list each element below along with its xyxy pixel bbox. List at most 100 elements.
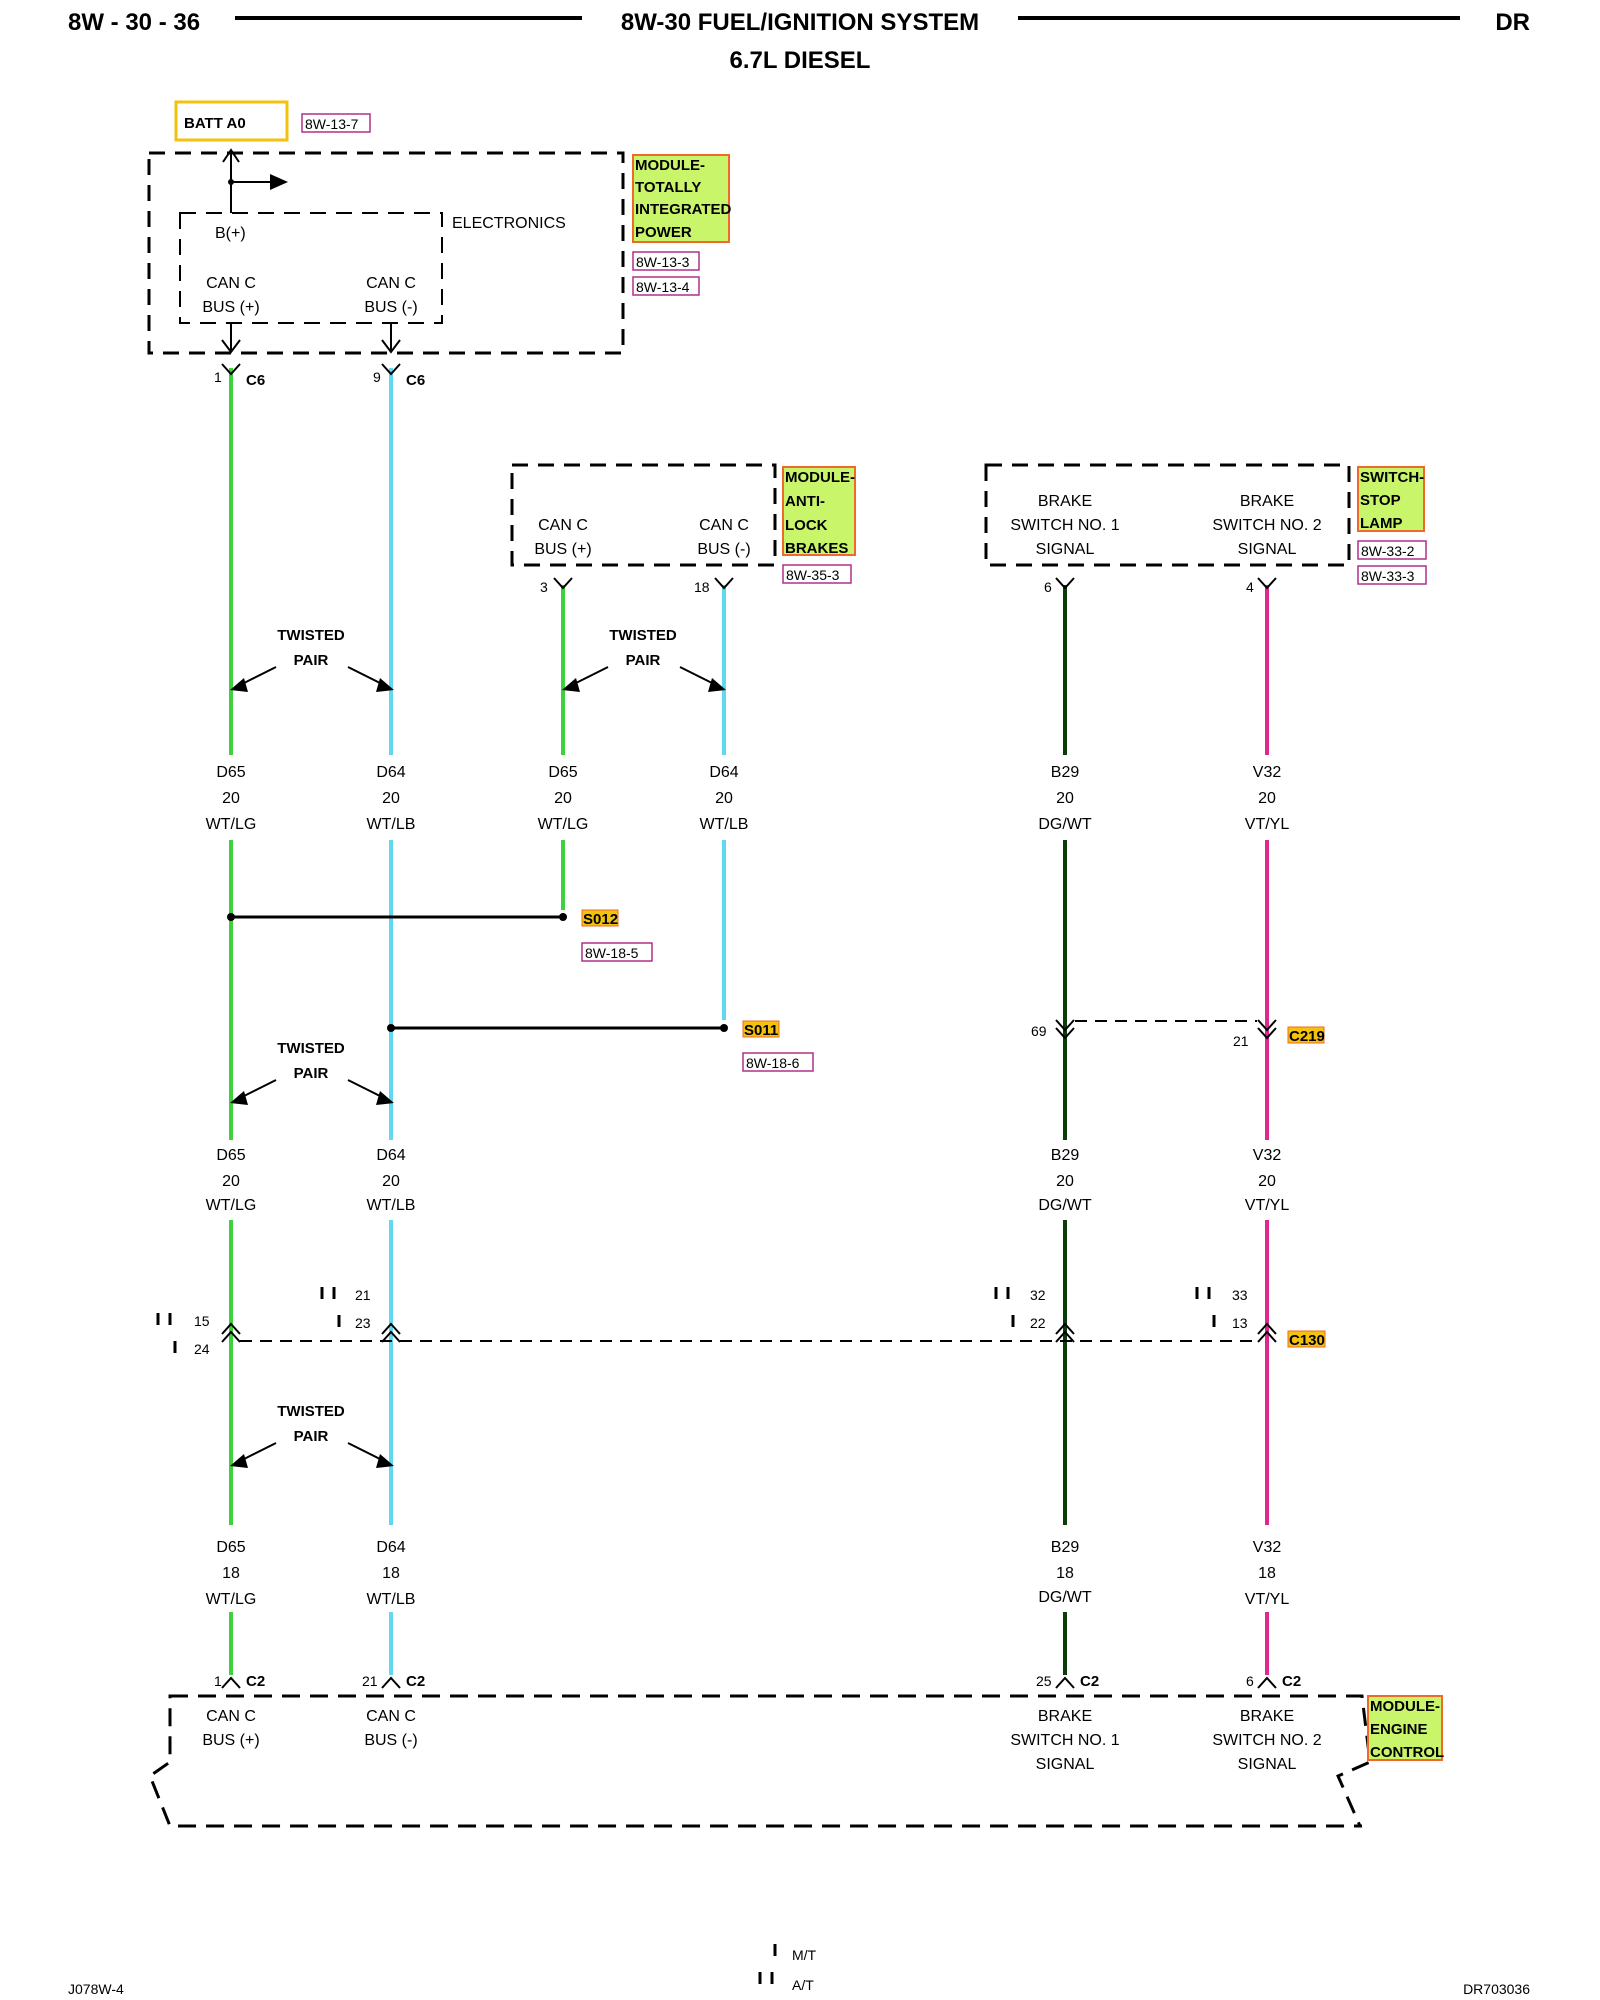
ecm-name-l1: MODULE-: [1370, 1698, 1440, 1715]
wire-color: WT/LB: [367, 1197, 416, 1214]
tipm-name-l1: MODULE-: [635, 157, 705, 174]
twisted-pair-label-l1: TWISTED: [609, 627, 677, 644]
wire-gauge: 18: [1258, 1565, 1276, 1582]
connector-c130: 15 24 21 23 32 22 33 13 C130: [156, 1287, 1326, 1357]
abs-can-neg-l1: CAN C: [699, 517, 749, 534]
switch-name-l3: LAMP: [1360, 515, 1403, 532]
wire-gauge: 20: [1258, 790, 1276, 807]
abs-can-neg-l2: BUS (-): [697, 541, 750, 558]
twisted-pair-2: TWISTED PAIR: [562, 627, 726, 692]
batt-ref-link[interactable]: 8W-13-7: [305, 116, 359, 132]
wire-gauge: 18: [382, 1565, 400, 1582]
wire-color: WT/LB: [700, 816, 749, 833]
wire-gauge: 20: [715, 790, 733, 807]
legend-mt: M/T: [792, 1947, 817, 1963]
tipm-can-neg-l2: BUS (-): [364, 299, 417, 316]
abs-name-l4: BRAKES: [785, 540, 848, 557]
twisted-pair-4: TWISTED PAIR: [230, 1403, 394, 1468]
twisted-pair-label-l2: PAIR: [294, 1428, 329, 1445]
tipm-electronics: ELECTRONICS: [452, 215, 566, 232]
wire-id: V32: [1253, 1539, 1282, 1556]
batt-a0: BATT A0 8W-13-7: [174, 100, 371, 142]
model-code: DR: [1495, 9, 1530, 36]
tipm-name-l4: POWER: [635, 224, 692, 241]
switch-sig2-l2: SWITCH NO. 2: [1212, 517, 1321, 534]
c130-b29-at-pin: 22: [1030, 1315, 1046, 1331]
tipm-ref-link-1[interactable]: 8W-13-3: [636, 254, 690, 270]
abs-pin-3: 3: [540, 579, 548, 595]
wire-labels-row-1: D65 20 WT/LG D64 20 WT/LB D65 20 WT/LG D…: [206, 764, 1290, 833]
batt-label: BATT A0: [184, 115, 246, 132]
ecm-pin3-l3: SIGNAL: [1036, 1756, 1095, 1773]
ecm-pin2-l1: CAN C: [366, 1708, 416, 1725]
twisted-pair-label-l2: PAIR: [294, 652, 329, 669]
wire-id: V32: [1253, 764, 1282, 781]
wire-gauge: 20: [1258, 1173, 1276, 1190]
c219-pin-21: 21: [1233, 1033, 1249, 1049]
wire-id: B29: [1051, 1539, 1080, 1556]
c130-label: C130: [1289, 1332, 1325, 1349]
ecm-pin2-l2: BUS (-): [364, 1732, 417, 1749]
wire-id: D64: [376, 1539, 405, 1556]
twisted-pair-label-l1: TWISTED: [277, 627, 345, 644]
splice-s012-ref-link[interactable]: 8W-18-5: [585, 945, 639, 961]
splice-s012: S012 8W-18-5: [227, 909, 653, 962]
abs-name-l1: MODULE-: [785, 469, 855, 486]
splice-s011-ref-link[interactable]: 8W-18-6: [746, 1055, 800, 1071]
ecm-conn-c2: C2: [1282, 1673, 1301, 1690]
switch-ref-link-1[interactable]: 8W-33-2: [1361, 543, 1415, 559]
tipm-pin-1: 1: [214, 369, 222, 385]
wire-color: DG/WT: [1038, 816, 1092, 833]
twisted-pair-label-l2: PAIR: [626, 652, 661, 669]
wire-gauge: 20: [1056, 790, 1074, 807]
ecm-name-l2: ENGINE: [1370, 1721, 1428, 1738]
page-title: 8W-30 FUEL/IGNITION SYSTEM: [621, 9, 979, 36]
ecm-pin1-l2: BUS (+): [202, 1732, 259, 1749]
wire-color: DG/WT: [1038, 1197, 1092, 1214]
ecm-pin4-l2: SWITCH NO. 2: [1212, 1732, 1321, 1749]
c130-d64-mt-pin: 21: [355, 1287, 371, 1303]
abs-name-l2: ANTI-: [785, 493, 825, 510]
page-number: 8W - 30 - 36: [68, 9, 200, 36]
abs-can-pos-l1: CAN C: [538, 517, 588, 534]
switch-sig1-l3: SIGNAL: [1036, 541, 1095, 558]
tipm-can-neg-l1: CAN C: [366, 275, 416, 292]
abs-ref-link[interactable]: 8W-35-3: [786, 567, 840, 583]
tipm-can-pos-l1: CAN C: [206, 275, 256, 292]
wire-color: WT/LG: [206, 816, 257, 833]
ecm-name-l3: CONTROL: [1370, 1744, 1444, 1761]
wire-id: D65: [216, 1147, 245, 1164]
footer-right-code: DR703036: [1463, 1981, 1530, 1997]
ecm-pin-21: 21: [362, 1673, 378, 1689]
ecm-module: 1 C2 21 C2 25 C2 6 C2 CAN C BUS (+) CAN …: [148, 1673, 1444, 1828]
switch-ref-link-2[interactable]: 8W-33-3: [1361, 568, 1415, 584]
ecm-pin3-l1: BRAKE: [1038, 1708, 1092, 1725]
ecm-pin3-l2: SWITCH NO. 1: [1010, 1732, 1119, 1749]
wire-gauge: 20: [382, 790, 400, 807]
twisted-pair-label-l1: TWISTED: [277, 1040, 345, 1057]
ecm-pin-6: 6: [1246, 1673, 1254, 1689]
wire-id: B29: [1051, 1147, 1080, 1164]
ecm-conn-c2: C2: [1080, 1673, 1099, 1690]
tipm-ref-link-2[interactable]: 8W-13-4: [636, 279, 690, 295]
ecm-pin1-l1: CAN C: [206, 1708, 256, 1725]
stop-lamp-switch: BRAKE SWITCH NO. 1 SIGNAL BRAKE SWITCH N…: [984, 463, 1427, 595]
tipm-bplus: B(+): [215, 225, 246, 242]
twisted-pair-label-l1: TWISTED: [277, 1403, 345, 1420]
ecm-pin-25: 25: [1036, 1673, 1052, 1689]
c130-d64-at-pin: 23: [355, 1315, 371, 1331]
wire-color: VT/YL: [1245, 1197, 1290, 1214]
wire-labels-row-3: D65 18 WT/LG D64 18 WT/LB B29 18 DG/WT V…: [206, 1539, 1290, 1608]
wire-color: WT/LB: [367, 816, 416, 833]
c130-v32-mt-pin: 33: [1232, 1287, 1248, 1303]
tipm-module: B(+) ELECTRONICS CAN C BUS (+) CAN C BUS…: [147, 148, 732, 389]
page-footer: J078W-4 DR703036 M/T A/T: [68, 1944, 1530, 1997]
splice-s012-label: S012: [583, 911, 618, 928]
wire-gauge: 20: [382, 1173, 400, 1190]
wire-gauge: 20: [554, 790, 572, 807]
wire-id: D64: [376, 1147, 405, 1164]
switch-name-l2: STOP: [1360, 492, 1401, 509]
switch-pin-4: 4: [1246, 579, 1254, 595]
wire-labels-row-2: D65 20 WT/LG D64 20 WT/LB B29 20 DG/WT V…: [206, 1147, 1290, 1214]
